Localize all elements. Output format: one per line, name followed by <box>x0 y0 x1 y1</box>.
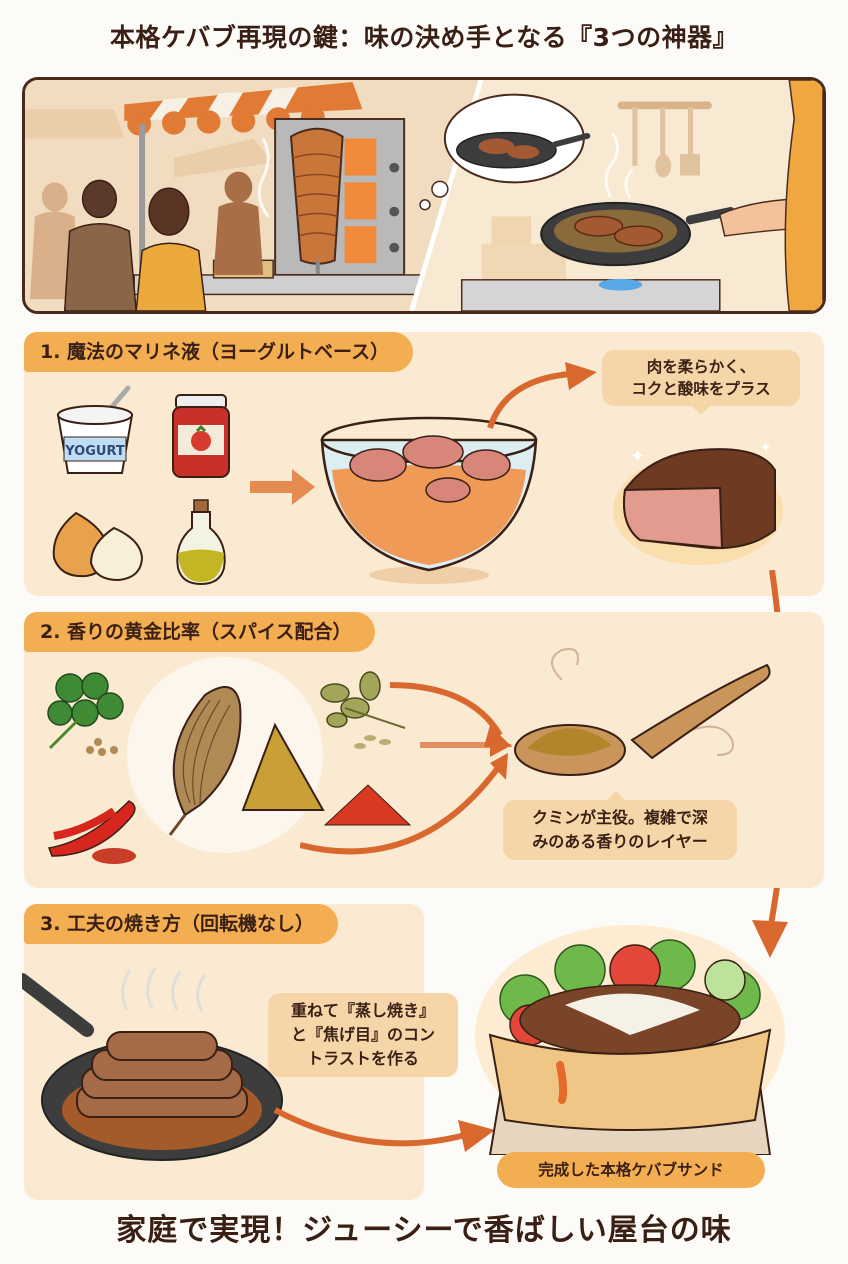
page-title: 本格ケバブ再現の鍵：味の決め手となる『3つの神器』 <box>109 23 739 52</box>
svg-text:✦: ✦ <box>760 440 772 456</box>
bubble-line: コクと酸味をプラス <box>631 380 771 398</box>
cooking-tip-bubble: 重ねて『蒸し焼き』 と『焦げ目』のコン トラストを作る <box>268 993 458 1077</box>
onion-icon <box>46 508 146 583</box>
yogurt-icon: YOGURT <box>50 385 140 480</box>
marinade-bowl-icon <box>318 410 540 585</box>
section-1-label: 1. 魔法のマリネ液（ヨーグルトベース） <box>24 332 414 372</box>
section-3-label: 3. 工夫の焼き方（回転機なし） <box>24 904 339 944</box>
olive-oil-bottle-icon <box>172 498 230 586</box>
bubble-line: クミンが主役。複雑で深 <box>531 808 708 827</box>
arrow-to-final-icon <box>270 1090 500 1170</box>
spice-info-bubble: クミンが主役。複雑で深 みのある香りのレイヤー <box>503 791 737 860</box>
hero-scene <box>25 80 823 311</box>
arrow-right-icon <box>250 465 315 510</box>
yogurt-label: YOGURT <box>64 444 125 459</box>
coriander-icon <box>40 668 135 763</box>
svg-text:✦: ✦ <box>630 446 645 467</box>
cumin-icon <box>125 655 325 855</box>
bubble-line: トラストを作る <box>307 1049 419 1068</box>
hero-illustration <box>22 77 826 314</box>
bubble-line: 肉を柔らかく、 <box>646 358 756 376</box>
tomato-paste-jar-icon <box>170 393 232 481</box>
seared-steak-icon: ✦ ✦ <box>610 430 785 570</box>
section-2-label: 2. 香りの黄金比率（スパイス配合） <box>24 612 376 652</box>
curved-arrow-icon <box>485 360 600 430</box>
spoon-with-spice-blend-icon <box>512 640 774 790</box>
chili-pepper-icon <box>44 796 144 866</box>
bubble-line: みのある香りのレイヤー <box>532 832 708 851</box>
marinade-benefit-bubble: 肉を柔らかく、 コクと酸味をプラス <box>602 350 800 415</box>
bubble-line: 重ねて『蒸し焼き』 <box>290 1001 435 1020</box>
stacked-meat-pan-icon <box>22 960 287 1165</box>
bubble-line: と『焦げ目』のコン <box>290 1025 435 1044</box>
final-dish-label: 完成した本格ケバブサンド <box>497 1152 765 1188</box>
paprika-powder-icon <box>320 783 415 833</box>
spice-arrows-icon <box>300 665 515 865</box>
oregano-icon <box>315 668 410 753</box>
footer-tagline: 家庭で実現！ジューシーで香ばしい屋台の味 <box>116 1213 732 1248</box>
kebab-sandwich-icon <box>470 925 790 1155</box>
